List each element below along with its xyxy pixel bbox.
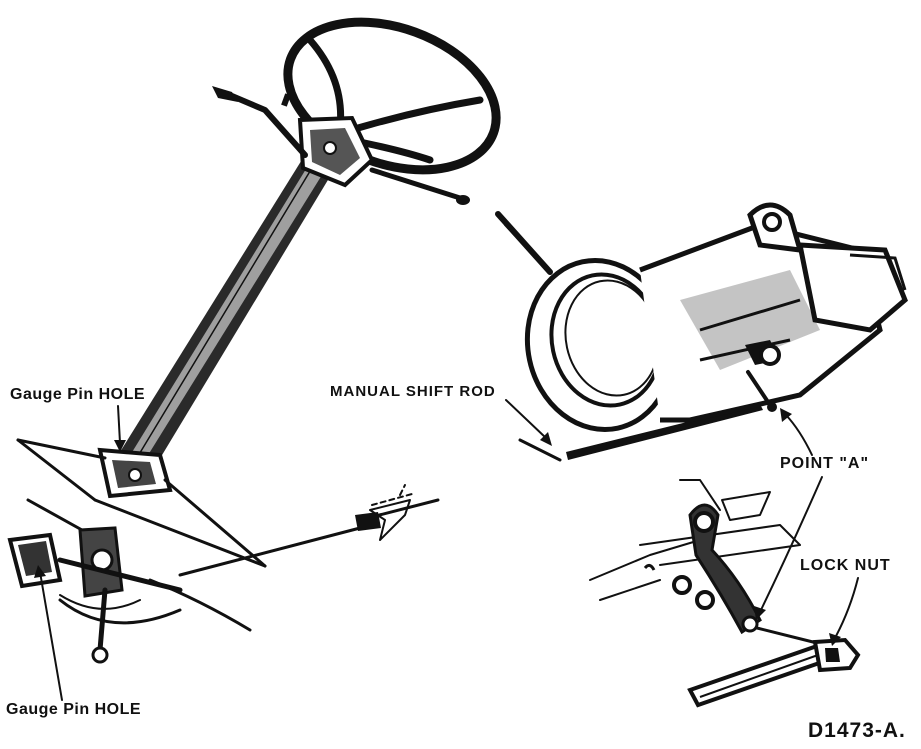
steering-column [97,86,470,499]
point-a-label: POINT "A" [780,455,870,472]
gauge-pin-hole-upper-label: Gauge Pin HOLE [10,386,146,403]
manual-shift-rod-label: MANUAL SHIFT ROD [330,383,496,400]
lock-nut-label: LOCK NUT [800,557,891,574]
transmission [495,202,908,432]
detail-view [589,479,861,708]
lower-linkage [7,526,252,664]
figure-code: D1473-A. [808,719,906,742]
gauge-pin-hole-lower-label: Gauge Pin HOLE [6,701,142,718]
shift-rod [178,404,763,577]
floor-plate [16,438,267,568]
leader-lines [34,399,859,701]
